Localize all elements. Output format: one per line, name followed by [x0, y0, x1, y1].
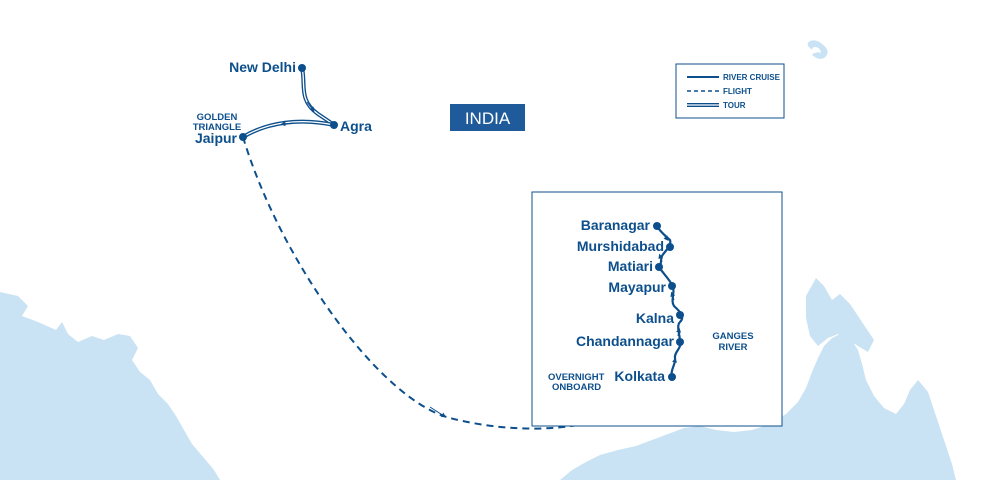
kalna-marker: [676, 311, 684, 319]
river-arrow-3: [670, 291, 676, 301]
inset-box: [531, 191, 783, 427]
new-delhi-marker: [298, 64, 306, 72]
agra-marker: [330, 121, 338, 129]
chandannagar-label: Chandannagar: [576, 333, 675, 349]
golden-triangle-line1: GOLDEN: [197, 112, 238, 123]
ganges-line2: RIVER: [718, 342, 747, 353]
kolkata-marker: [668, 373, 676, 381]
baranagar-label: Baranagar: [581, 217, 651, 233]
tour-arrow-delhi-agra: [306, 101, 315, 112]
kolkata-label: Kolkata: [614, 368, 665, 384]
tour-delhi-agra-inner: [301, 67, 335, 126]
river-arrow-2: [658, 253, 664, 263]
overnight-line1: OVERNIGHT: [548, 372, 605, 383]
kalna-label: Kalna: [636, 310, 674, 326]
country-label: INDIA: [465, 109, 511, 128]
matiari-marker: [655, 263, 663, 271]
flight-arrow: [429, 406, 447, 418]
legend-flight-label: FLIGHT: [723, 87, 752, 96]
chandannagar-marker: [676, 338, 684, 346]
mayapur-marker: [668, 282, 676, 290]
land-east-hills: [806, 278, 874, 352]
new-delhi-label: New Delhi: [229, 59, 296, 75]
land-west-coast: [0, 292, 220, 480]
river-arrow-4: [676, 327, 682, 337]
country-label-box: [450, 104, 525, 131]
jaipur-marker: [239, 133, 247, 141]
land-hook: [807, 40, 828, 59]
legend-river-label: RIVER CRUISE: [723, 73, 781, 82]
murshidabad-label: Murshidabad: [577, 238, 664, 254]
murshidabad-marker: [666, 243, 674, 251]
legend-tour-label: TOUR: [723, 101, 746, 110]
matiari-label: Matiari: [608, 258, 653, 274]
overnight-line2: ONBOARD: [552, 382, 601, 393]
agra-label: Agra: [340, 118, 372, 134]
river-arrow-5: [672, 357, 678, 367]
river-arrow-1: [662, 233, 669, 241]
baranagar-marker: [653, 222, 661, 230]
jaipur-label: Jaipur: [195, 130, 238, 146]
tour-arrow-agra-jaipur: [280, 121, 295, 127]
mayapur-label: Mayapur: [608, 279, 666, 295]
ganges-line1: GANGES: [712, 331, 753, 342]
flight-route: [242, 136, 673, 430]
land-east-coast: [560, 334, 956, 480]
tour-delhi-agra: [300, 67, 336, 127]
golden-triangle-line2: TRIANGLE: [193, 122, 242, 133]
